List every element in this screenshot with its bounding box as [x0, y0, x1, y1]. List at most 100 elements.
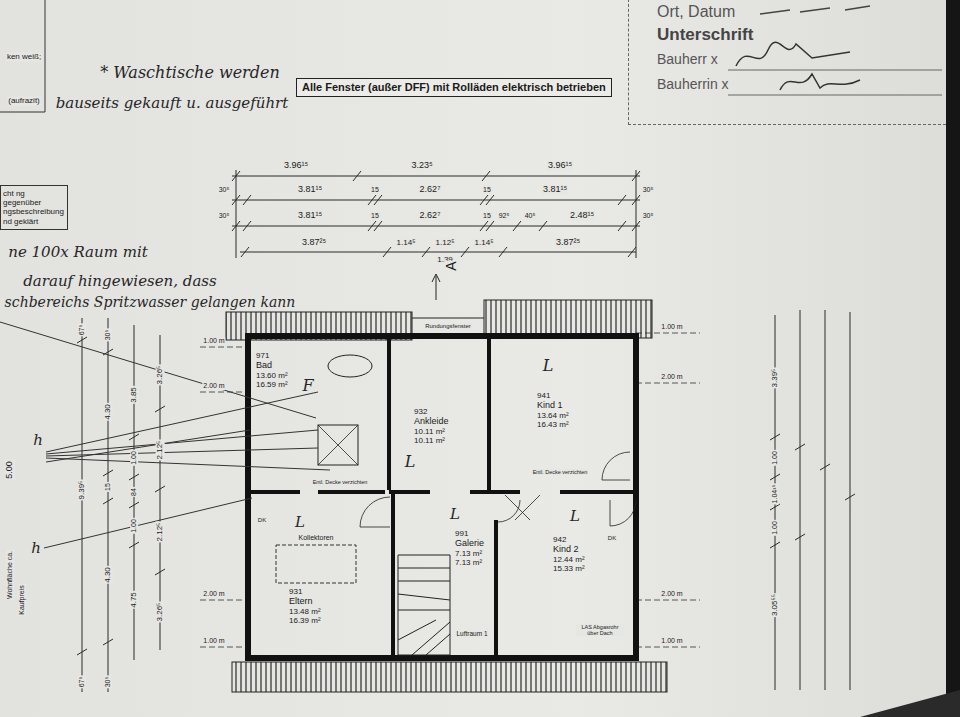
dark-corner: [860, 690, 960, 717]
room-area: 16.59 m²: [256, 380, 288, 389]
room-area: 13.64 m²: [537, 411, 569, 420]
dimension-tick: [232, 171, 640, 181]
leader-lines: [0, 322, 330, 548]
signature-line: [728, 70, 942, 95]
room: 941Kind 113.64 m²16.43 m²: [492, 339, 633, 489]
dimension-label: 30⁵: [104, 676, 112, 689]
room-name: Ankleide: [414, 416, 449, 426]
plan-label: 1.00 m: [202, 337, 225, 345]
stamp-text: Unterschrift: [657, 25, 753, 45]
handwritten-note: bauseits gekauft u. ausgeführt: [55, 95, 290, 112]
note-text: cht ng gegenüber ngsbeschreibung nd gekl…: [3, 189, 65, 226]
handwritten-note: L: [569, 508, 581, 525]
section-mark: [412, 274, 484, 318]
dimension-tick: [232, 221, 640, 231]
room-number: 942: [553, 535, 585, 544]
stamp-text: Bauherr x: [657, 51, 718, 67]
room: 931Eltern13.48 m²16.39 m²: [251, 495, 391, 655]
stairs: [398, 555, 450, 655]
signature: [736, 42, 850, 66]
dimension-label: Kaufpreis: [18, 584, 26, 616]
dimension-label: 3.39⁵: [771, 368, 780, 389]
note-box-fragment: [0, 0, 45, 112]
bathtub: [328, 355, 372, 377]
plan-label: 3.87²⁵: [301, 238, 327, 248]
dimension-label: 9.39⁵: [78, 480, 87, 501]
leader-line: [44, 498, 252, 548]
note-text: Alle Fenster (außer DFF) mit Rolläden el…: [302, 81, 606, 94]
room-area: 12.44 m²: [553, 555, 585, 564]
dimension-label: 84: [130, 487, 138, 497]
room-area: 16.43 m²: [537, 420, 569, 429]
plan-label: 3.23⁵: [410, 161, 433, 171]
room-number: 991: [455, 529, 484, 538]
room-name: Kind 2: [553, 544, 585, 554]
dimension-line: [82, 318, 160, 692]
plan-label: 2.00 m: [660, 373, 683, 381]
dimension-label: 4.75: [130, 591, 139, 609]
roof-band: [232, 662, 667, 692]
plan-label: 2.00 m: [660, 590, 683, 598]
dimension-label: 3.85: [130, 386, 139, 404]
dimension-label: 1.00: [130, 518, 138, 534]
dimension-line: [775, 310, 850, 690]
room-area: 7.13 m²: [455, 549, 484, 558]
handwritten-note: L: [404, 453, 417, 471]
handwritten-note: L: [294, 514, 306, 531]
room-number: 931: [289, 587, 321, 596]
room-number: 971: [256, 351, 288, 360]
room-area: 10.11 m²: [414, 427, 449, 436]
plan-label: 40⁵: [524, 212, 537, 220]
note-box: Alle Fenster (außer DFF) mit Rolläden el…: [296, 78, 612, 97]
plan-label: 1.00 m: [660, 637, 683, 645]
dimension-label: 1.00: [771, 520, 779, 536]
dimension-label: 4.30: [104, 403, 113, 421]
roof-band: [484, 300, 652, 338]
room-name: Eltern: [289, 596, 321, 606]
dimension-label: 30⁵: [104, 329, 112, 342]
date-scribble: [760, 6, 870, 14]
inner-wall: [248, 336, 636, 658]
shower: [318, 425, 358, 465]
plan-label: 2.00 m: [202, 590, 225, 598]
handwritten-note: L: [449, 506, 461, 523]
plan-label: Luftraum 1: [455, 630, 488, 637]
level-line: [200, 347, 248, 647]
leader-line: [0, 322, 316, 418]
plan-label: Kollektoren: [297, 534, 334, 542]
handwritten-note: L: [542, 357, 555, 375]
dimension-tick: [232, 195, 640, 205]
handwritten-note: h: [30, 540, 42, 557]
plan-label: 2.00 m: [202, 382, 225, 390]
dimension-label: 15: [104, 482, 112, 492]
plan-label: 15: [370, 186, 380, 194]
handwritten-note: * Waschtische werden: [99, 64, 281, 82]
plan-label: 1.14⁵: [396, 239, 417, 248]
plan-label: LAS Abgasrohr über Dach: [576, 624, 624, 636]
handwritten-note: schbereichs Spritzwasser gelangen kann: [4, 295, 297, 310]
plan-label: 1.12⁵: [435, 239, 456, 248]
plan-label: ken weiß;: [6, 53, 42, 62]
room-number: 941: [537, 391, 569, 400]
room-number: 932: [414, 407, 449, 416]
level-line: [636, 333, 700, 647]
dimension-label: 1.04¹⁵: [771, 484, 779, 505]
room-area: 16.39 m²: [289, 616, 321, 625]
plan-label: 2.48¹⁵: [569, 211, 595, 221]
plan-label: 15: [482, 186, 492, 194]
room-name: Galerie: [455, 538, 484, 548]
plan-label: 30⁵: [218, 186, 231, 194]
plan-label: 3.96¹⁵: [547, 161, 573, 171]
leader-line: [46, 392, 330, 470]
plan-label: 1.00 m: [660, 323, 683, 331]
door-swing: [498, 495, 540, 522]
plan-label: DK: [257, 517, 267, 524]
room: 971Bad13.60 m²16.59 m²: [251, 339, 388, 489]
dimension-label: 2.12⁵: [156, 440, 165, 461]
room-area: 13.60 m²: [256, 371, 288, 380]
handwritten-note: darauf hingewiesen, dass: [22, 273, 217, 290]
plan-label: 3.81¹⁵: [542, 185, 568, 195]
plan-label: Entl. Decke verzichten: [532, 469, 589, 475]
